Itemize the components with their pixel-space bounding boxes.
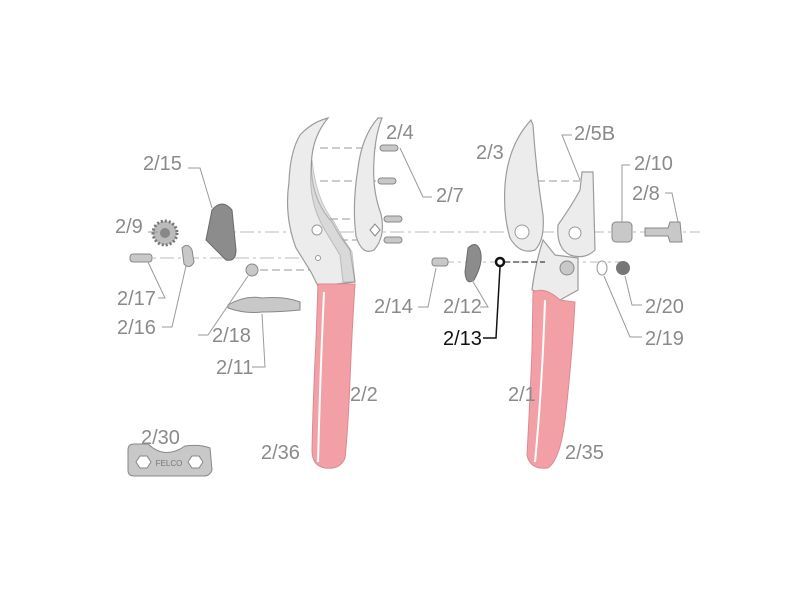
label-2-16: 2/16 [117,317,156,339]
counter-blade-hole [568,226,582,240]
pivot-hole [311,224,323,236]
leader-2-14 [418,267,437,308]
leader-2-5b [561,134,581,181]
label-2-30: 2/30 [141,427,180,449]
label-2-36: 2/36 [261,442,300,464]
label-2-8: 2/8 [632,183,660,205]
side-plate-2-4 [353,117,384,252]
blade-pivot-hole [514,224,530,240]
wrench-2-30: FELCO [127,443,213,477]
screw [383,236,403,244]
spring-2-11 [227,296,301,313]
label-2-10: 2/10 [634,153,673,175]
label-2-15: 2/15 [143,153,182,175]
cam-plate-2-15 [205,203,237,261]
leader-2-15 [188,167,213,209]
screw [383,215,403,223]
leader-2-13 [483,266,501,339]
leader-2-12 [471,279,489,308]
square-hole [369,223,381,237]
leader-2-10 [621,164,630,222]
cap-2-20 [616,261,630,275]
leader-2-19 [603,275,642,338]
right-shear-assembly [431,118,683,469]
lever-2-12 [464,244,482,283]
leader-2-18 [198,275,249,336]
label-2-5b: 2/5B [574,123,615,145]
bolt-2-8 [644,221,683,243]
leader-2-20 [624,275,642,306]
label-2-4: 2/4 [386,122,414,144]
wrench-body [127,443,213,477]
leader-2-7 [399,147,432,198]
label-2-3: 2/3 [476,142,504,164]
bushing-2-10 [611,221,633,243]
anvil-insert [310,159,356,283]
leader-2-16 [162,265,187,328]
gear-hub [160,228,170,238]
label-2-11: 2/11 [216,357,253,379]
hex-hole-right [187,455,204,469]
screw [377,177,397,185]
nut-2-18 [245,263,259,277]
label-2-19: 2/19 [645,328,684,350]
handle-highlight [317,291,325,463]
leader-2-11 [252,313,266,368]
spring-catch-2-16 [181,244,195,268]
hex-hole-left [135,455,152,469]
leader-2-17 [147,261,166,299]
part-labels: 2/15 2/9 2/17 2/16 2/18 2/11 2/4 2/7 2/2… [115,122,684,464]
screw-2-14 [431,257,449,267]
left-shear-assembly [129,116,403,469]
label-2-20: 2/20 [645,296,684,318]
counter-blade-2-5b [557,171,596,258]
label-2-14: 2/14 [374,296,413,318]
handle-highlight [534,299,546,463]
label-2-9: 2/9 [115,216,143,238]
bolt-2-17 [129,253,153,263]
cutting-blade-2-3 [503,118,544,252]
screws-2-7 [377,144,403,244]
felco-logo: FELCO [156,459,183,468]
leader-2-8 [665,192,679,223]
label-2-1: 2/1 [508,384,536,406]
washer-2-13 [494,256,506,268]
jaw-2-1 [531,238,579,301]
pivot-boss [559,260,575,276]
label-2-7: 2/7 [436,185,464,207]
label-2-13: 2/13 [443,328,482,350]
ring-2-19 [596,260,608,276]
label-2-2: 2/2 [350,384,378,406]
bolt-hole [315,255,321,261]
label-2-18: 2/18 [212,325,251,347]
screw [379,144,399,152]
label-2-35: 2/35 [565,442,604,464]
label-2-17: 2/17 [117,288,156,310]
label-2-12: 2/12 [443,296,482,318]
leader-lines [147,134,679,368]
